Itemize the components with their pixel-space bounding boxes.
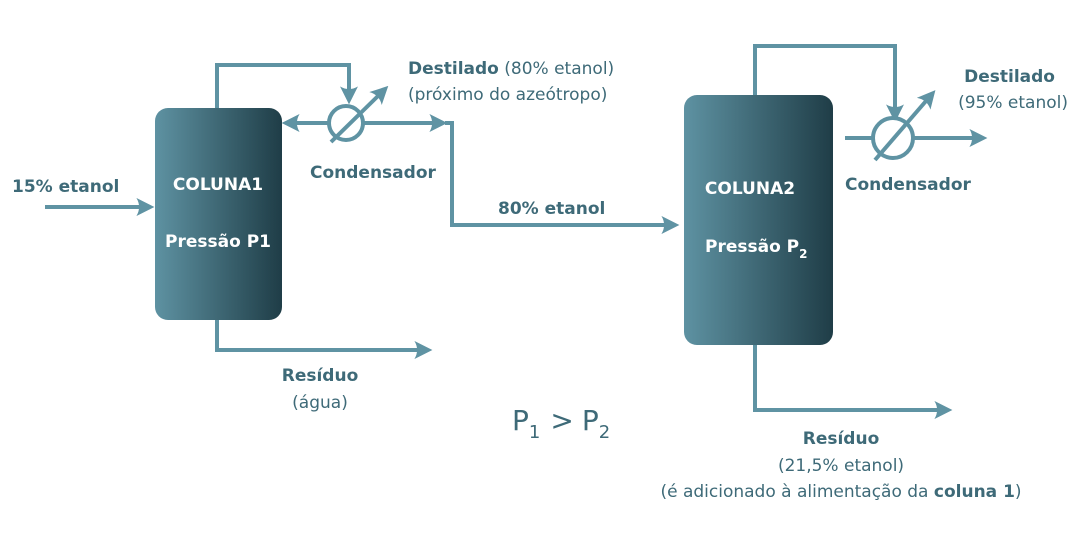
- column-2-name: COLUNA2: [705, 179, 795, 199]
- condenser-2-icon: [871, 90, 936, 162]
- feed-1-label: 15% etanol: [12, 177, 119, 197]
- vapor-line-1: [215, 63, 358, 108]
- vapor-line-2: [753, 44, 904, 123]
- column-2-pressure: Pressão P2: [705, 237, 808, 261]
- condenser-1-label: Condensador: [310, 163, 436, 183]
- residue-1-line: [215, 320, 433, 359]
- residue-1-title: Resíduo: [282, 366, 359, 386]
- residue-2-line: [753, 345, 953, 419]
- column-1-name: COLUNA1: [173, 175, 263, 195]
- feed-2-line: [445, 121, 680, 234]
- distillate-1-note: (próximo do azeótropo): [408, 85, 607, 105]
- column-1: [155, 108, 282, 320]
- residue-2-title: Resíduo: [803, 429, 880, 449]
- column-2: [684, 95, 833, 345]
- residue-2-note: (é adicionado à alimentação da coluna 1): [660, 482, 1021, 502]
- distillate-2-comp: (95% etanol): [958, 93, 1068, 113]
- column-1-pressure: Pressão P1: [165, 232, 271, 252]
- distillate-2-title: Destilado: [964, 67, 1055, 87]
- distillate-1-label: Destilado (80% etanol): [408, 59, 614, 79]
- feed-2-label: 80% etanol: [498, 199, 605, 219]
- residue-2-comp: (21,5% etanol): [778, 456, 904, 476]
- residue-1-comp: (água): [292, 393, 348, 413]
- condenser-2-label: Condensador: [845, 175, 971, 195]
- condenser-1-icon: [327, 85, 389, 144]
- pressure-relation: P1>P2: [512, 404, 610, 443]
